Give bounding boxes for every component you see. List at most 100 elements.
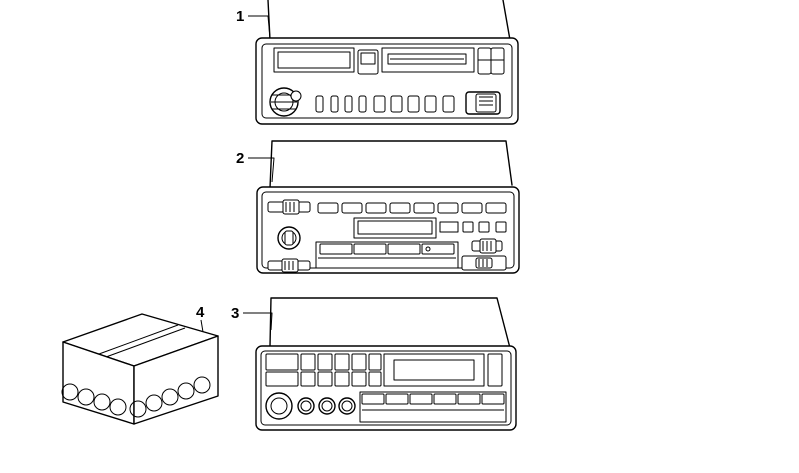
- radio-3-volume-knob-inner: [270, 397, 288, 415]
- box-4-circle-3: [93, 393, 111, 411]
- callout-label-1: 1: [236, 8, 245, 25]
- radio-unit-1: [255, 0, 519, 125]
- radio-3-grid-btn-3: [317, 353, 333, 371]
- radio-1-display: [273, 47, 355, 73]
- radio-3-grid-btn-12: [368, 371, 382, 387]
- leader-line-2: [248, 157, 275, 183]
- box-4-circles-side: [129, 376, 211, 418]
- radio-unit-2: [256, 140, 520, 274]
- radio-2-preset-8: [485, 202, 507, 214]
- radio-3-faceplate-inner: [260, 350, 512, 426]
- radio-2-bottom-slider-knob: [281, 258, 299, 273]
- radio-2-preset-5: [413, 202, 435, 214]
- radio-1-slide-switch-ribs: [479, 96, 493, 106]
- radio-2-preset-3: [365, 202, 387, 214]
- radio-2-cassette-key-3: [387, 243, 421, 255]
- box-4-circle-6: [145, 394, 163, 412]
- box-4-tape-line-2: [105, 327, 186, 358]
- radio-3-deck-key-6: [481, 393, 505, 405]
- radio-3-deck-key-3: [409, 393, 433, 405]
- radio-3-knob-2-inner: [300, 400, 312, 412]
- leader-line-4: [200, 319, 204, 333]
- radio-1-cassette-slot: [387, 53, 467, 65]
- radio-unit-3: [255, 297, 517, 431]
- box-4-circle-4: [109, 398, 127, 416]
- radio-3-grid-btn-6: [368, 353, 382, 371]
- radio-3-volume-knob: [265, 392, 293, 420]
- radio-2-preset-1: [317, 202, 339, 214]
- box-4-circle-9: [193, 376, 211, 394]
- radio-3-deck-key-4: [433, 393, 457, 405]
- radio-2-indicator: [439, 221, 459, 233]
- radio-3-knob-3-inner: [321, 400, 333, 412]
- radio-3-knob-2: [297, 397, 315, 415]
- radio-3-knob-4-inner: [341, 400, 353, 412]
- radio-2-preset-7: [461, 202, 483, 214]
- radio-2-right-slider-ribs: [482, 241, 492, 251]
- radio-2-cassette-key-2: [353, 243, 387, 255]
- box-4-circle-8: [177, 382, 195, 400]
- radio-3-grid-btn-9: [317, 371, 333, 387]
- radio-3-deck-key-5: [457, 393, 481, 405]
- radio-2-preset-6: [437, 202, 459, 214]
- radio-3-grid-btn-8: [300, 371, 316, 387]
- radio-2-right-slider-knob: [479, 238, 497, 254]
- radio-1-eject-button: [357, 49, 379, 75]
- radio-2-cassette-key-1: [319, 243, 353, 255]
- radio-1-faceplate-inner: [261, 43, 513, 119]
- radio-2-button-b: [478, 221, 490, 233]
- radio-3-deck-key-1: [361, 393, 385, 405]
- radio-1-preset-7: [407, 95, 420, 113]
- radio-1-preset-1: [315, 95, 324, 113]
- radio-2-cassette-door: [315, 241, 459, 269]
- packaging-box-4: [61, 313, 219, 425]
- box-4-circles-front: [61, 383, 127, 416]
- radio-2-cassette-key-4: [421, 243, 455, 255]
- radio-3-knob-3: [318, 397, 336, 415]
- box-4-circle-1: [61, 383, 79, 401]
- radio-1-tone-knob: [290, 90, 302, 102]
- radio-3-grid-btn-4: [334, 353, 350, 371]
- radio-1-preset-2: [330, 95, 339, 113]
- radio-3-display-inner: [393, 359, 475, 381]
- radio-2-bottom-slider-ribs: [284, 261, 294, 270]
- radio-2-preset-4: [389, 202, 411, 214]
- radio-3-display: [383, 353, 485, 387]
- radio-2-bottom-right-knob: [475, 257, 493, 269]
- callout-label-4: 4: [196, 304, 205, 321]
- radio-3-grid-btn-1: [265, 353, 299, 371]
- radio-3-button-grid: [265, 353, 382, 387]
- box-4-tape-line: [98, 324, 179, 355]
- radio-1-preset-8: [424, 95, 437, 113]
- radio-1-housing: [267, 0, 511, 41]
- radio-1-preset-4: [358, 95, 367, 113]
- radio-2-top-slider-knob: [282, 199, 300, 215]
- box-4-circle-2: [77, 388, 95, 406]
- radio-1-ffwd-button: [477, 47, 492, 75]
- radio-3-grid-btn-10: [334, 371, 350, 387]
- box-4-circle-5: [129, 400, 147, 418]
- radio-3-cassette-deck: [359, 391, 507, 423]
- radio-1-preset-6: [390, 95, 403, 113]
- radio-2-button-a: [462, 221, 474, 233]
- radio-1-slide-switch-knob: [475, 93, 497, 113]
- radio-3-knob-4: [338, 397, 356, 415]
- radio-1-preset-buttons: [315, 95, 455, 113]
- leader-line-3: [243, 312, 273, 331]
- radio-2-preset-2: [341, 202, 363, 214]
- radio-1-preset-3: [344, 95, 353, 113]
- radio-3-housing: [269, 297, 511, 349]
- radio-3-deck-key-2: [385, 393, 409, 405]
- radio-3-grid-btn-5: [351, 353, 367, 371]
- radio-1-cassette-door: [381, 47, 475, 73]
- radio-3-right-button: [487, 353, 503, 387]
- radio-2-top-slider-ribs: [285, 202, 295, 212]
- radio-3-grid-btn-2: [300, 353, 316, 371]
- callout-label-3: 3: [231, 305, 240, 322]
- radio-1-display-inner: [277, 51, 351, 69]
- radio-2-button-c: [495, 221, 507, 233]
- callout-label-2: 2: [236, 150, 245, 167]
- radio-1-rew-button: [490, 47, 505, 75]
